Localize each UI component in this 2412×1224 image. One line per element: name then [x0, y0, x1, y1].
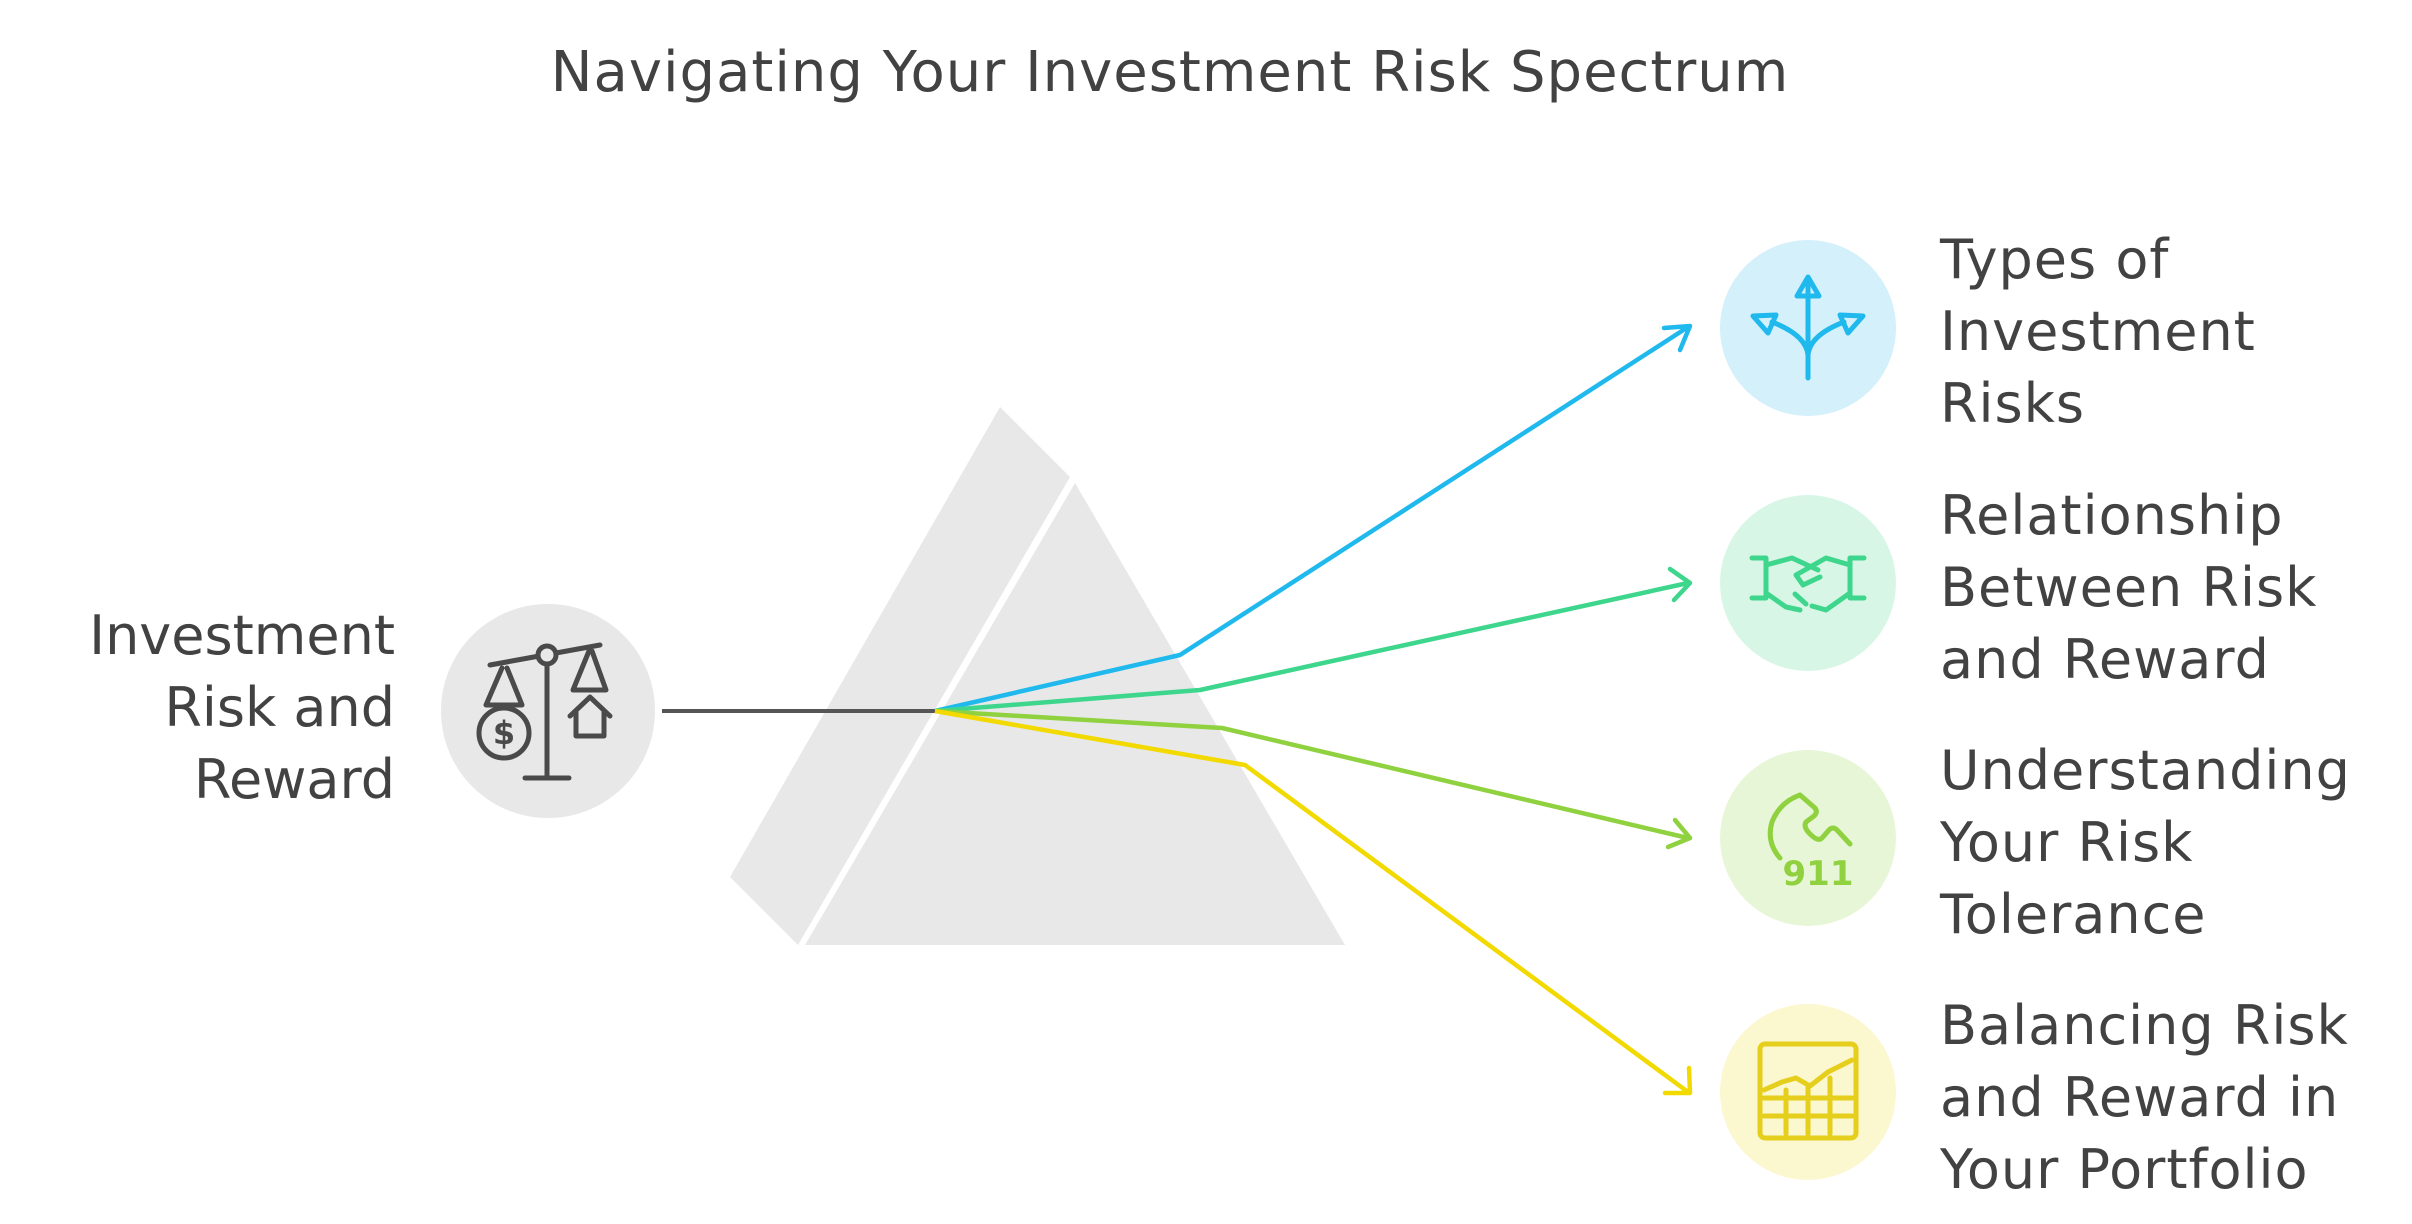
ray-balancing — [934, 708, 1690, 1094]
arrowheads — [1661, 323, 1693, 1096]
output-label-line: Tolerance — [1940, 883, 2207, 946]
arrowhead-blue — [1661, 323, 1693, 353]
dollar-sign-icon: $ — [493, 714, 515, 752]
dispersed-rays — [934, 325, 1690, 1094]
output-label-line: Understanding — [1940, 739, 2351, 802]
prism — [730, 407, 1345, 945]
output-label-line: Risks — [1940, 372, 2086, 435]
ray-relationship — [934, 580, 1689, 714]
output-label-line: Between Risk — [1940, 556, 2318, 619]
prism-back-face — [730, 407, 1070, 945]
arrowhead-teal — [1667, 566, 1693, 603]
output-label-line: and Reward in — [1940, 1066, 2340, 1129]
source-label-line: Investment — [89, 604, 395, 667]
handshake-icon — [1749, 555, 1867, 613]
source-label: Investment Risk and Reward — [20, 600, 395, 816]
source-label-line: Reward — [193, 748, 395, 811]
arrowhead-green — [1665, 817, 1693, 850]
output-circle-3 — [1720, 750, 1896, 926]
output-label-line: Your Portfolio — [1940, 1138, 2309, 1201]
source-label-line: Risk and — [164, 676, 395, 739]
arrowhead-yellow — [1662, 1065, 1693, 1096]
diagram-title: Navigating Your Investment Risk Spectrum — [550, 40, 1790, 105]
chart-grid-icon — [1757, 1041, 1859, 1141]
output-label-line: Investment — [1940, 300, 2256, 363]
output-label-relationship: Relationship Between Risk and Reward — [1940, 480, 2400, 696]
phone-911-text: 911 — [1783, 854, 1854, 894]
phone-911-icon: 911 — [1767, 792, 1854, 894]
arrows-split-icon — [1750, 274, 1866, 381]
output-label-line: Balancing Risk — [1940, 994, 2349, 1057]
prism-front-face — [805, 483, 1345, 945]
ray-types-of-risks — [934, 325, 1690, 714]
output-label-types-of-risks: Types of Investment Risks — [1940, 224, 2400, 440]
output-label-balancing: Balancing Risk and Reward in Your Portfo… — [1940, 990, 2400, 1206]
output-label-line: Your Risk — [1940, 811, 2194, 874]
ray-tolerance — [934, 708, 1689, 841]
output-label-line: and Reward — [1940, 628, 2270, 691]
output-label-line: Types of — [1940, 228, 2170, 291]
scale-money-house-icon — [476, 642, 613, 781]
output-label-line: Relationship — [1940, 484, 2284, 547]
output-label-tolerance: Understanding Your Risk Tolerance — [1940, 735, 2400, 951]
